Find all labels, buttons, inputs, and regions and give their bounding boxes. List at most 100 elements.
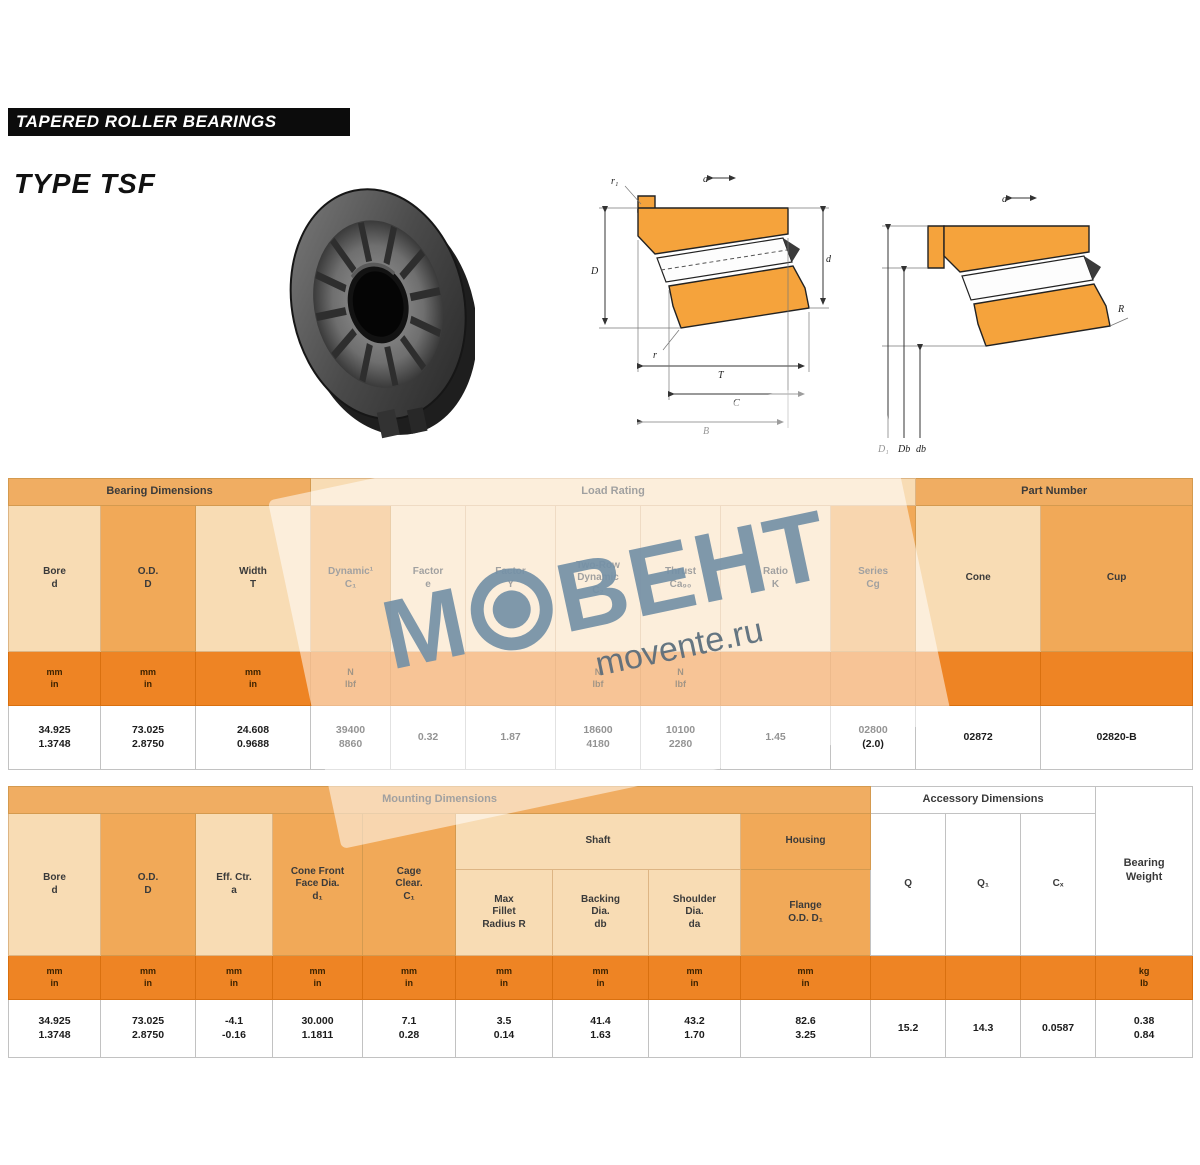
dim-label-r1: r₁ (611, 176, 618, 187)
t2-group-weight: Bearing Weight (1095, 786, 1194, 956)
dim-label-db: db (916, 444, 926, 455)
table-mounting-dimensions: Mounting Dimensions Accessory Dimensions… (7, 786, 1194, 1058)
t2-unit-cell (1020, 955, 1097, 1000)
t2-col-header-fillet: Max Fillet Radius R (455, 869, 553, 956)
t2-unit-cell (945, 955, 1022, 1000)
t1-cell-thrust: 10100 2280 (640, 705, 722, 770)
page-title: TAPERED ROLLER BEARINGS (16, 112, 277, 131)
t1-unit-cell (830, 651, 917, 706)
dim-label-d: d (826, 254, 832, 265)
t2-unit-cell (870, 955, 947, 1000)
dim-label-a: a (1002, 194, 1007, 205)
t2-subgroup-shaft: Shaft (455, 813, 741, 870)
t1-cell-width: 24.608 0.9688 (194, 705, 312, 770)
t2-col-header-flange: Flange O.D. D₁ (739, 869, 872, 956)
t1-cell-od: 73.025 2.8750 (100, 705, 196, 770)
flanged-cup-section (927, 225, 1090, 273)
t2-cell-q1: 14.3 (945, 999, 1022, 1058)
bearing-body (289, 188, 475, 439)
rib-section (1084, 256, 1101, 280)
t1-unit-cell (390, 651, 467, 706)
t2-col-header-q1: Q₁ (945, 813, 1022, 956)
t1-unit-cell (465, 651, 557, 706)
t1-col-header-width: Width T (194, 505, 312, 652)
t2-col-header-od: O.D. D (100, 813, 196, 956)
t2-unit-cell: mm in (648, 955, 741, 1000)
t1-unit-cell: mm in (8, 651, 101, 706)
section-diagram-2: D₁ Db db R a (877, 194, 1129, 455)
t1-col-header-cup: Cup (1040, 505, 1194, 652)
t2-unit-cell: mm in (739, 955, 872, 1000)
t1-cell-ratio: 1.45 (720, 705, 832, 770)
t1-cell-bore: 34.925 1.3748 (8, 705, 101, 770)
t1-cell-cone: 02872 (915, 705, 1042, 770)
t1-col-header-ratio: Ratio K (720, 505, 832, 652)
t2-unit-cell: mm in (195, 955, 273, 1000)
dim-label-Db: Db (897, 444, 910, 455)
t2-cell-weight: 0.38 0.84 (1095, 999, 1194, 1058)
dim-label-B: B (703, 426, 709, 437)
t1-unit-cell (1040, 651, 1194, 706)
t2-unit-cell: mm in (552, 955, 649, 1000)
t1-cell-dynamic: 39400 8860 (310, 705, 392, 770)
t1-col-header-tworow: Two-Row Dynamic C₂ (555, 505, 642, 652)
t2-unit-cell: mm in (8, 955, 101, 1000)
t2-cell-fillet: 3.5 0.14 (455, 999, 553, 1058)
dim-label-a: a (703, 174, 708, 185)
t2-col-header-q: Q (870, 813, 947, 956)
rib-section (783, 238, 800, 262)
t2-unit-cell: mm in (362, 955, 456, 1000)
t2-unit-cell: mm in (455, 955, 553, 1000)
t2-col-header-cx: Cₓ (1020, 813, 1097, 956)
t2-col-header-cageclear: Cage Clear. C₁ (362, 813, 456, 956)
t2-unit-cell: kg lb (1095, 955, 1194, 1000)
t1-unit-cell: N lbf (310, 651, 392, 706)
t2-cell-conefront: 30.000 1.1811 (272, 999, 363, 1058)
cup-section (637, 195, 789, 255)
t1-cell-series: 02800 (2.0) (830, 705, 917, 770)
t2-cell-shoulder: 43.2 1.70 (648, 999, 741, 1058)
t2-cell-backing: 41.4 1.63 (552, 999, 649, 1058)
t1-unit-cell: mm in (194, 651, 312, 706)
type-label: TYPE TSF (14, 168, 156, 199)
dim-label-T: T (718, 370, 725, 381)
t2-subgroup-housing: Housing (739, 813, 872, 870)
t1-col-header-dynamic: Dynamic¹ C₁ (310, 505, 392, 652)
dim-label-R: R (1117, 304, 1124, 315)
t1-unit-cell: N lbf (640, 651, 722, 706)
dim-label-D: D (590, 266, 599, 277)
t1-col-header-cone: Cone (915, 505, 1042, 652)
dim-label-r: r (653, 350, 657, 361)
t1-unit-cell (915, 651, 1042, 706)
t1-group-bearing-dimensions: Bearing Dimensions (7, 478, 312, 506)
t2-cell-bore: 34.925 1.3748 (8, 999, 101, 1058)
t2-cell-effctr: -4.1 -0.16 (195, 999, 273, 1058)
t2-col-header-shoulder: Shoulder Dia. da (648, 869, 741, 956)
t1-data-row: 34.925 1.3748 73.025 2.8750 24.608 0.968… (8, 705, 1194, 770)
t2-cell-q: 15.2 (870, 999, 947, 1058)
t2-unit-cell: mm in (100, 955, 196, 1000)
t1-col-header-factor-e: Factor e (390, 505, 467, 652)
t2-cell-flange: 82.6 3.25 (739, 999, 872, 1058)
bearing-photo (289, 188, 475, 439)
t2-units-row: mm in mm in mm in mm in mm in mm in mm i… (8, 955, 1194, 1000)
t1-col-header-thrust: Thrust Ca₉₀ (640, 505, 722, 652)
dim-label-D1: D₁ (877, 444, 889, 455)
t1-unit-cell: mm in (100, 651, 196, 706)
t2-group-mounting: Mounting Dimensions (7, 786, 872, 814)
t2-group-accessory: Accessory Dimensions (870, 786, 1097, 814)
page-title-bar: TAPERED ROLLER BEARINGS (8, 108, 350, 136)
t1-group-part-number: Part Number (915, 478, 1194, 506)
t2-cell-od: 73.025 2.8750 (100, 999, 196, 1058)
dim-label-C: C (733, 398, 740, 409)
t2-unit-cell: mm in (272, 955, 363, 1000)
t2-cell-cx: 0.0587 (1020, 999, 1097, 1058)
t1-group-load-rating: Load Rating (310, 478, 917, 506)
t2-cell-cageclear: 7.1 0.28 (362, 999, 456, 1058)
t2-col-header-effctr: Eff. Ctr. a (195, 813, 273, 956)
t2-data-row: 34.925 1.3748 73.025 2.8750 -4.1 -0.16 3… (8, 999, 1194, 1058)
t1-cell-tworow: 18600 4180 (555, 705, 642, 770)
t2-col-header-backing: Backing Dia. db (552, 869, 649, 956)
t1-cell-factor-e: 0.32 (390, 705, 467, 770)
